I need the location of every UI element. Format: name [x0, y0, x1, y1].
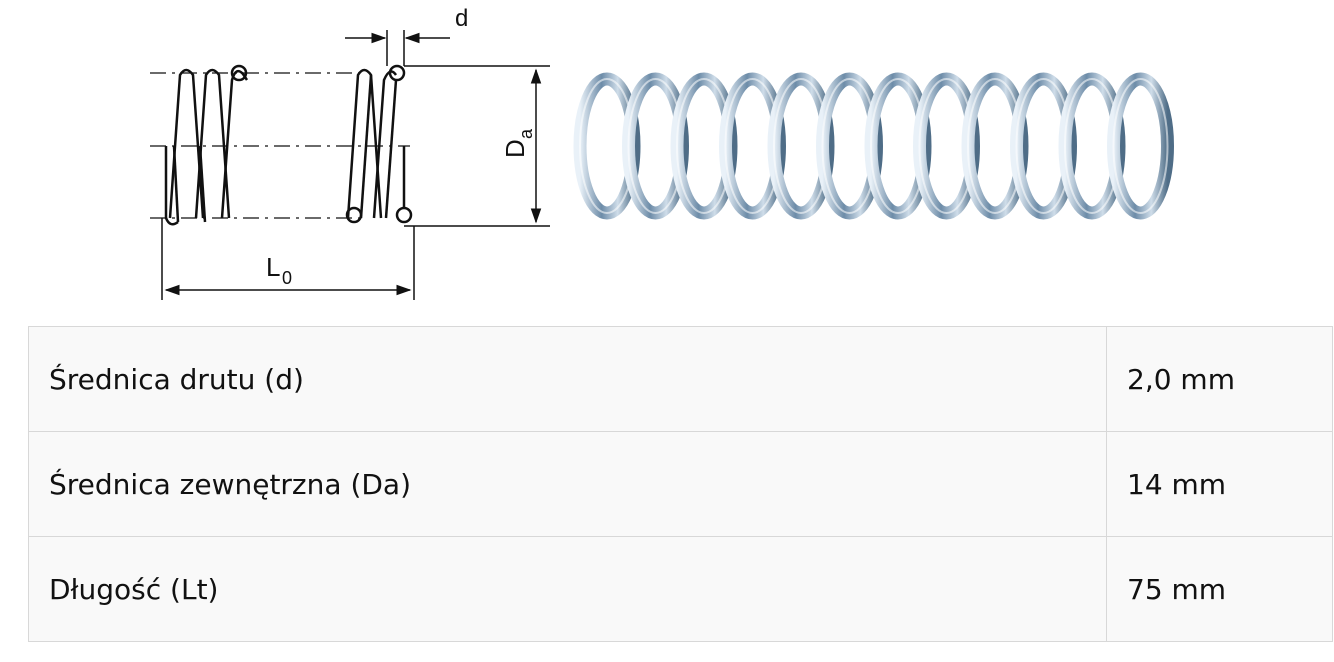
- spec-label: Średnica drutu (d): [28, 326, 1107, 432]
- spec-row: Średnica zewnętrzna (Da)14 mm: [28, 431, 1333, 537]
- label-L: L: [266, 252, 280, 282]
- spec-label: Średnica zewnętrzna (Da): [28, 431, 1107, 537]
- spec-row: Średnica drutu (d)2,0 mm: [28, 326, 1333, 432]
- label-a: a: [516, 128, 536, 139]
- right-coils: [345, 64, 413, 224]
- left-coils: [164, 64, 249, 226]
- label-0: 0: [282, 268, 292, 288]
- label-D: D: [500, 139, 530, 158]
- spec-value: 2,0 mm: [1106, 326, 1333, 432]
- spec-value: 14 mm: [1106, 431, 1333, 537]
- reference-lines: [150, 72, 410, 219]
- spec-value: 75 mm: [1106, 536, 1333, 642]
- label-d: d: [455, 5, 468, 32]
- spring-photo: [573, 72, 1174, 220]
- spring-technical-drawing: [150, 30, 550, 300]
- spring-figure: d D a L 0: [150, 5, 1174, 300]
- spec-row: Długość (Lt)75 mm: [28, 536, 1333, 642]
- coil-highlight: [1112, 78, 1169, 214]
- spec-label: Długość (Lt): [28, 536, 1107, 642]
- dimension-lines: [161, 30, 550, 300]
- dimension-labels: d D a L 0: [266, 5, 536, 288]
